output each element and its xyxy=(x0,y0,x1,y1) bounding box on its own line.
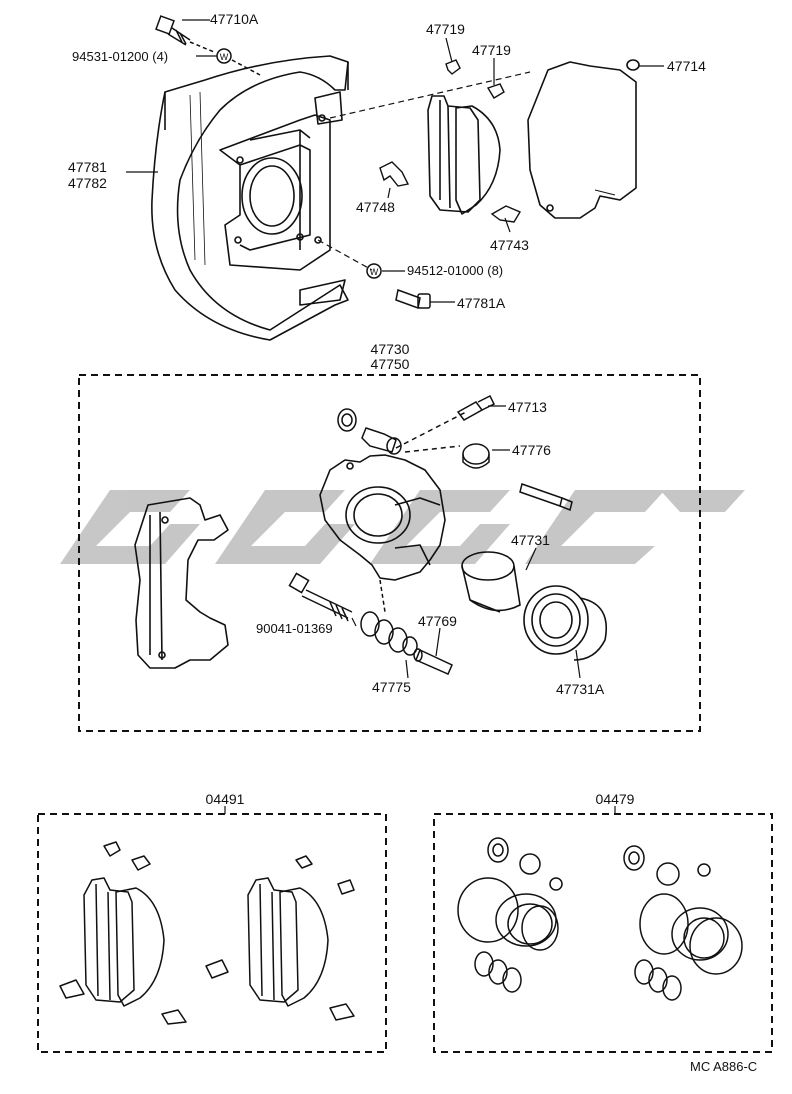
label-plug: 47714 xyxy=(667,58,706,74)
mounting-bracket-drawing xyxy=(134,497,229,669)
label-cylinder-boot: 47731A xyxy=(556,681,605,697)
caliper-assembly-box xyxy=(78,374,701,732)
caliper-small-parts xyxy=(337,394,573,512)
label-clip-b: 47719 xyxy=(472,42,511,58)
pad-kit-drawing xyxy=(59,841,355,1025)
label-slide-pin: 47769 xyxy=(418,613,457,629)
label-cylinder-kit: 04479 xyxy=(595,791,635,807)
drawing-code: MC A886-C xyxy=(690,1059,758,1074)
long-bolt-drawing xyxy=(288,572,353,622)
label-bolt-top: 47710A xyxy=(210,11,259,27)
bolt-bottom-drawing: W xyxy=(366,263,431,310)
bolt-top-drawing: W xyxy=(155,15,261,76)
label-bleeder-cap: 47776 xyxy=(512,442,551,458)
label-pad-kit: 04491 xyxy=(205,791,245,807)
label-washer-top: 94531-01200 (4) xyxy=(72,49,169,64)
brake-pad-drawing xyxy=(427,95,501,215)
label-caliper-group-a: 47730 xyxy=(370,341,410,357)
svg-text:W: W xyxy=(220,52,229,62)
label-washer-bottom: 94512-01000 (8) xyxy=(407,263,504,278)
caliper-housing-drawing xyxy=(527,59,640,219)
label-clip-a: 47719 xyxy=(426,21,465,37)
shim-drawing xyxy=(490,205,522,223)
label-pin-boot: 47775 xyxy=(372,679,411,695)
piston-drawing xyxy=(461,551,607,661)
cylinder-kit-box xyxy=(433,813,773,1053)
caliper-body-drawing xyxy=(319,454,446,581)
dust-cover-drawing xyxy=(151,55,349,341)
pad-kit-box xyxy=(37,813,387,1053)
pin-boot-drawing xyxy=(360,579,418,656)
clip-drawings xyxy=(445,59,505,99)
label-dust-cover-alt: 47782 xyxy=(68,175,107,191)
leader-lines-middle xyxy=(351,405,581,679)
leader-lines-top xyxy=(126,19,664,303)
watermark-logo xyxy=(60,490,745,564)
label-dust-cover: 47781 xyxy=(68,159,107,175)
svg-text:W: W xyxy=(370,267,379,277)
slide-pin-drawing xyxy=(413,648,453,675)
label-bolt-bottom: 47781A xyxy=(457,295,506,311)
label-long-bolt: 90041-01369 xyxy=(256,621,333,636)
label-caliper-group-b: 47750 xyxy=(370,356,410,372)
label-anti-squeal-shim: 47743 xyxy=(490,237,529,253)
label-piston-seal: 47731 xyxy=(511,532,550,548)
label-bleeder-plug: 47713 xyxy=(508,399,547,415)
label-anti-rattle-spring: 47748 xyxy=(356,199,395,215)
spring-drawing xyxy=(379,161,410,187)
cylinder-kit-drawing xyxy=(457,837,743,1001)
